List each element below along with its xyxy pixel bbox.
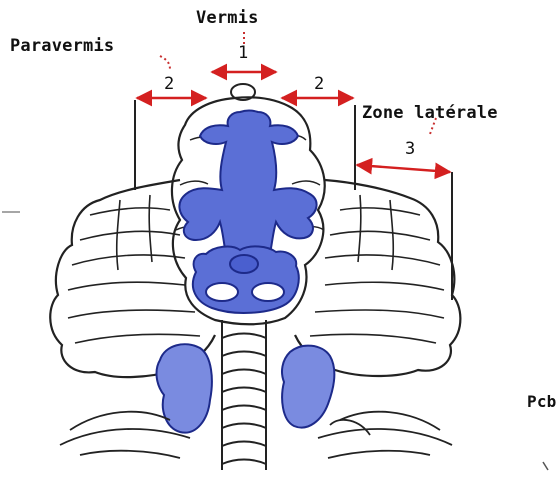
right-folia (310, 195, 444, 343)
label-vermis: Vermis (196, 8, 259, 28)
arrow-zone-laterale (357, 165, 450, 172)
label-zone-laterale: Zone latérale (362, 103, 498, 123)
smudge-bottom-right (543, 462, 548, 470)
number-zone-laterale: 3 (405, 139, 415, 159)
left-flocculus (157, 344, 212, 432)
right-hemisphere (295, 180, 460, 376)
lower-nucleus-eye-left (206, 283, 238, 301)
right-flocculus (282, 346, 334, 428)
number-vermis: 1 (238, 43, 248, 63)
label-pcb: Pcb (527, 392, 557, 411)
lower-folia (60, 412, 452, 458)
lower-nucleus-center (230, 255, 258, 273)
number-paravermis-left: 2 (164, 74, 174, 94)
brainstem (222, 320, 266, 470)
central-nucleus (179, 111, 316, 267)
label-paravermis: Paravermis (10, 36, 114, 56)
number-paravermis-right: 2 (314, 74, 324, 94)
lower-nucleus-eye-right (252, 283, 284, 301)
